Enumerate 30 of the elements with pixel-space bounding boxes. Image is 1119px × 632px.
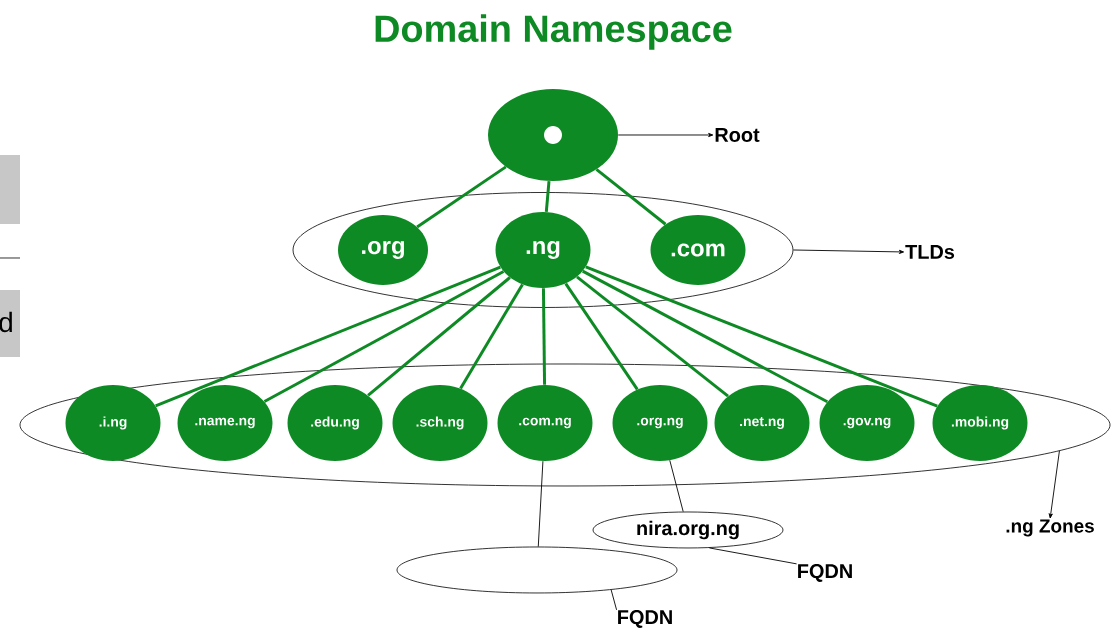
connector [544, 180, 551, 212]
callout-text: FQDN [798, 564, 852, 582]
connector [576, 275, 729, 398]
connector [263, 270, 505, 403]
connector [582, 269, 829, 404]
connector [610, 589, 618, 611]
group-ellipse [292, 192, 794, 308]
connector [367, 276, 511, 397]
domain-ellipse [488, 89, 618, 181]
connector [585, 265, 938, 408]
callout-text: TLDs [905, 245, 955, 259]
connector [537, 460, 544, 548]
connector [669, 459, 684, 513]
group-ellipse [19, 363, 1111, 487]
connector [595, 168, 667, 226]
connector [416, 165, 507, 229]
connector [792, 249, 905, 254]
callout-text: Root [715, 128, 760, 142]
connector [564, 282, 639, 391]
connector [1048, 450, 1060, 519]
connector [708, 547, 798, 565]
title: Domain Namespace [375, 14, 732, 50]
connector [617, 132, 714, 138]
group-ellipse [396, 546, 678, 594]
callout-text: .ng Zones [1006, 519, 1094, 537]
connector [155, 265, 501, 408]
callout-text: FQDN [618, 610, 672, 628]
connector [541, 288, 547, 385]
connector [459, 283, 524, 390]
panel-fragment: d [0, 290, 20, 357]
